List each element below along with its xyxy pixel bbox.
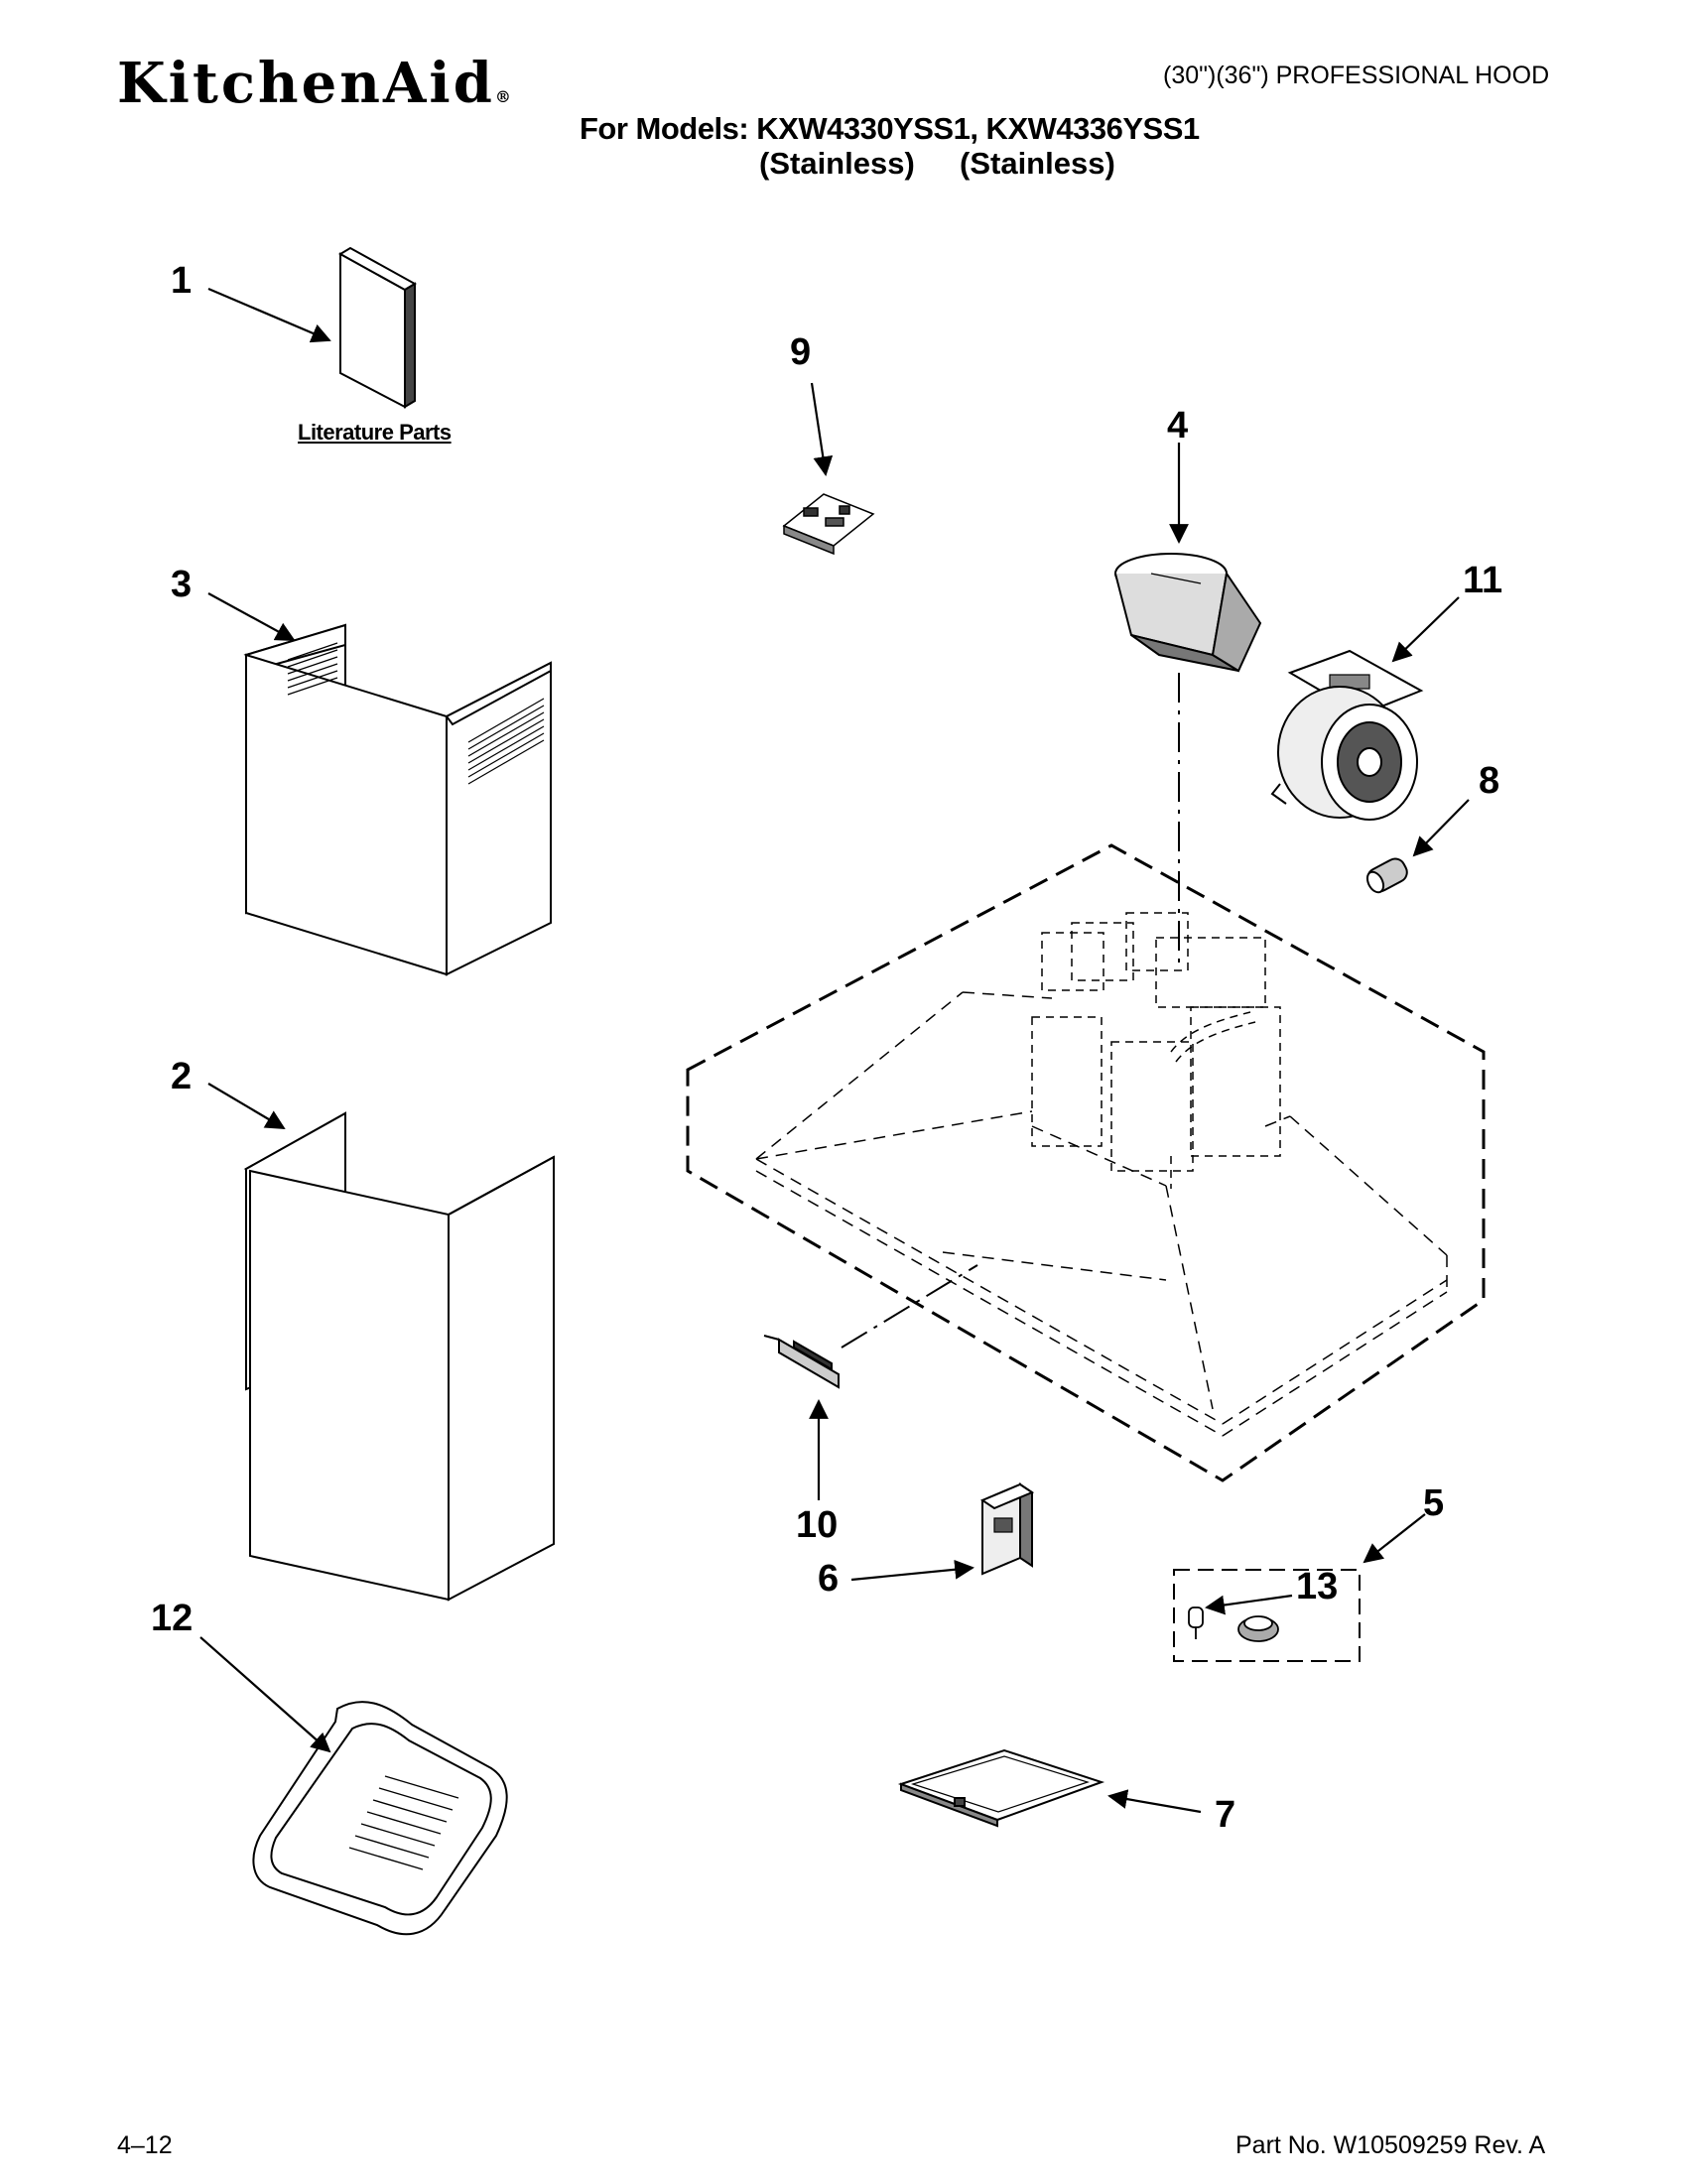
finish-label-2: (Stainless) xyxy=(960,146,1115,181)
models-line: For Models: KXW4330YSS1, KXW4336YSS1 xyxy=(580,111,1200,146)
callout-6: 6 xyxy=(818,1558,840,1600)
damper-transition-part xyxy=(1114,553,1262,673)
lower-chimney-cover-part xyxy=(243,1111,555,1602)
blower-assembly-part xyxy=(1270,649,1424,821)
callout-11: 11 xyxy=(1463,560,1503,601)
hood-internal-housing xyxy=(1031,912,1281,1189)
finish-label-1: (Stainless) xyxy=(759,146,915,181)
capacitor-part xyxy=(1365,857,1408,894)
brand-registered-mark: ® xyxy=(494,87,514,106)
brand-logo: KitchenAid® xyxy=(117,56,514,111)
product-title: (30")(36") PROFESSIONAL HOOD xyxy=(1163,62,1550,89)
instruction-sheet-part xyxy=(252,1701,508,1936)
callout-10: 10 xyxy=(796,1504,839,1546)
callout-2: 2 xyxy=(171,1056,193,1097)
part-number: Part No. W10509259 Rev. A xyxy=(1235,2131,1546,2159)
filter-part xyxy=(897,1748,1105,1828)
hood-canopy-interior xyxy=(755,991,1448,1437)
light-kit-part xyxy=(1173,1569,1361,1662)
callout-4: 4 xyxy=(1167,405,1189,447)
callout-leaders xyxy=(199,287,1470,1814)
callout-9: 9 xyxy=(790,331,812,373)
callout-12: 12 xyxy=(151,1598,194,1639)
callout-1: 1 xyxy=(171,260,193,302)
grease-cup-part xyxy=(979,1482,1035,1576)
callout-13: 13 xyxy=(1296,1566,1339,1607)
callout-3: 3 xyxy=(171,564,193,605)
brand-name: KitchenAid xyxy=(117,51,495,116)
hood-canopy-outline xyxy=(686,843,1486,1482)
control-board-part xyxy=(782,493,875,556)
upper-chimney-cover-part xyxy=(243,623,552,976)
literature-booklet-part xyxy=(337,246,418,409)
callout-7: 7 xyxy=(1215,1794,1236,1836)
literature-parts-label: Literature Parts xyxy=(298,420,452,445)
callout-5: 5 xyxy=(1423,1482,1445,1524)
assembly-connector-lines xyxy=(841,673,1180,1349)
light-switch-part xyxy=(763,1335,840,1389)
callout-8: 8 xyxy=(1479,760,1500,802)
page-number: 4–12 xyxy=(117,2131,173,2159)
